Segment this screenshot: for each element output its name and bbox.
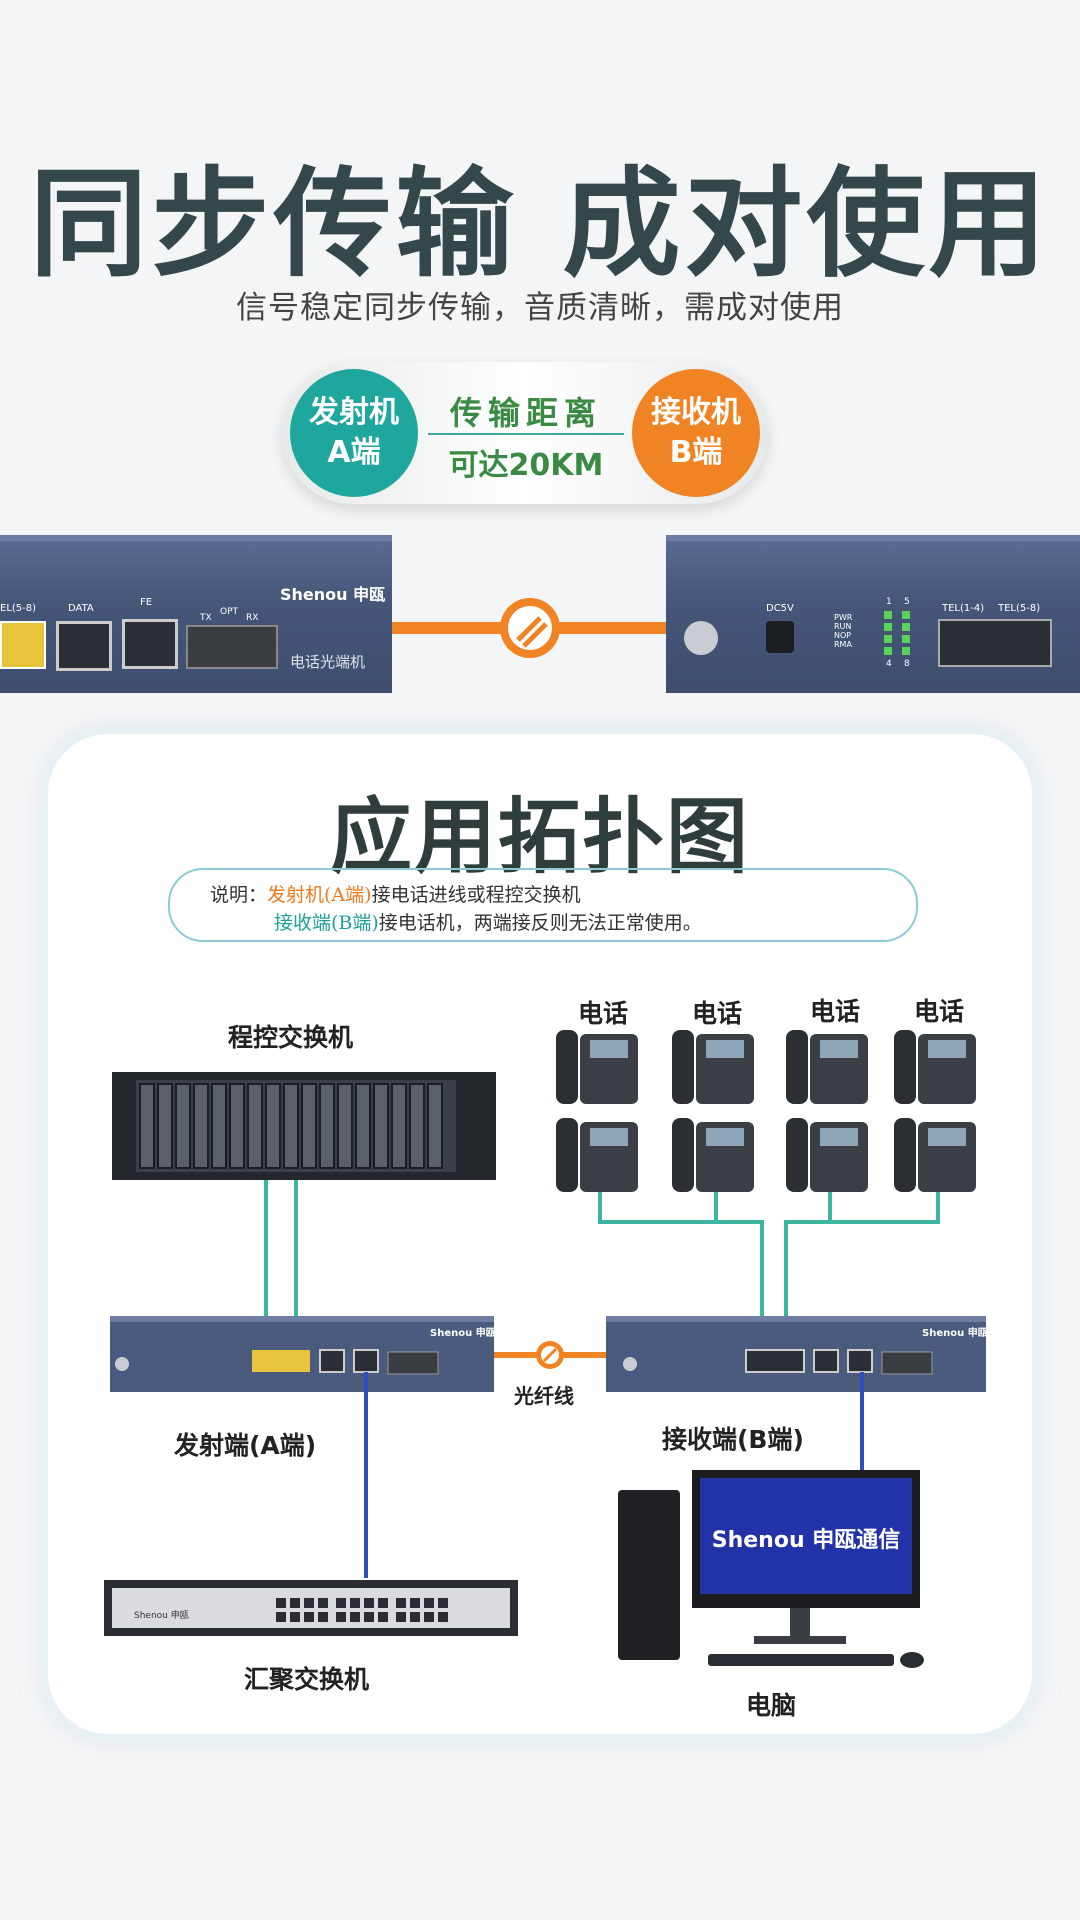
transmitter-end: A端	[327, 435, 381, 470]
data-port	[56, 621, 112, 671]
device-brand: Shenou 申瓯	[280, 585, 386, 604]
ground-screw-icon	[684, 621, 718, 655]
led-run: RUN	[834, 622, 852, 631]
tel-port-block	[938, 619, 1052, 667]
receiver-brand: Shenou 申瓯	[922, 1328, 988, 1339]
phone-label-3: 电话	[809, 997, 860, 1026]
port-label-dc5v: DC5V	[766, 603, 794, 614]
switch-brand: Shenou 申瓯	[134, 1611, 189, 1621]
led-col-8: 8	[904, 659, 910, 669]
port-label-fe: FE	[140, 597, 153, 608]
receiver-label: 接收机	[651, 394, 741, 430]
phone-label-1: 电话	[577, 999, 628, 1028]
dc-jack	[766, 621, 794, 653]
note-receiver: 接收端(B端)	[274, 912, 379, 934]
distance-divider	[428, 433, 624, 435]
led-nop: NOP	[834, 631, 852, 640]
transmitter-label: 发射机	[309, 394, 399, 430]
led-col-5: 5	[904, 597, 910, 607]
transmitter-device-closeup: Shenou 申瓯 电话光端机 EL(5-8) DATA FE TX OPT R…	[0, 535, 392, 693]
phone-grid	[556, 1030, 976, 1192]
led-col-4: 4	[886, 659, 892, 669]
distance-label: 传输距离	[449, 394, 602, 432]
port-label-tel14: TEL(1-4)	[942, 603, 985, 614]
sender-label: 发射端(A端)	[174, 1431, 317, 1460]
switch-label: 汇聚交换机	[244, 1665, 370, 1694]
receiver-label: 接收端(B端)	[662, 1425, 804, 1454]
receiver-circle: 接收机 B端	[632, 369, 760, 497]
note-transmitter: 发射机(A端)	[267, 884, 372, 906]
led-pwr: PWR	[834, 613, 853, 622]
phone-label-2: 电话	[691, 999, 742, 1028]
distance-value: 可达20KM	[448, 448, 604, 483]
page-subtitle: 信号稳定同步传输，音质清晰，需成对使用	[236, 290, 844, 326]
port-label-tx: TX	[200, 613, 212, 623]
led-column-b	[902, 611, 910, 655]
device-model: 电话光端机	[290, 653, 366, 671]
monitor-wallpaper-text: Shenou 申瓯通信	[711, 1528, 901, 1553]
led-column-a	[884, 611, 892, 655]
port-label-rx: RX	[246, 613, 259, 623]
page-title: 同步传输 成对使用	[29, 155, 1051, 293]
small-fiber-link	[494, 1341, 606, 1369]
pbx-label: 程控交换机	[228, 1023, 354, 1052]
optical-port	[186, 625, 278, 669]
note-row-a: 说明：发射机(A端)接电话进线或程控交换机	[210, 880, 581, 907]
fe-port	[122, 619, 178, 669]
note-transmitter-text: 接电话进线或程控交换机	[371, 884, 581, 906]
aggregation-switch	[104, 1580, 518, 1636]
note-row-b: 接收端(B端)接电话机，两端接反则无法正常使用。	[274, 908, 702, 935]
fiber-label: 光纤线	[514, 1384, 574, 1408]
topology-note: 说明：发射机(A端)接电话进线或程控交换机 接收端(B端)接电话机，两端接反则无…	[168, 868, 918, 942]
phone-cables	[598, 1192, 940, 1360]
port-label-opt: OPT	[220, 607, 239, 617]
note-prefix: 说明：	[210, 884, 268, 906]
computer	[618, 1470, 924, 1668]
note-receiver-text: 接电话机，两端接反则无法正常使用。	[378, 912, 702, 934]
phone-label-4: 电话	[913, 997, 964, 1026]
ethernet-cables	[364, 1372, 864, 1578]
tel-port-yellow	[0, 621, 46, 669]
led-rma: RMA	[834, 640, 852, 649]
transmitter-circle: 发射机 A端	[290, 369, 418, 497]
computer-label: 电脑	[746, 1691, 797, 1720]
sender-brand: Shenou 申瓯	[430, 1328, 496, 1339]
port-label-data: DATA	[68, 603, 94, 614]
led-col-1: 1	[886, 597, 892, 607]
pbx-chassis	[112, 1072, 496, 1180]
port-label-tel58: EL(5-8)	[0, 603, 37, 614]
led-labels: PWR RUN NOP RMA	[834, 613, 852, 649]
port-label-tel58-b: TEL(5-8)	[998, 603, 1041, 614]
receiver-device-closeup: DC5V PWR RUN NOP RMA 1 5 4 8 TEL(1-4) TE…	[666, 535, 1080, 693]
receiver-device	[606, 1316, 986, 1392]
receiver-end: B端	[669, 435, 723, 470]
